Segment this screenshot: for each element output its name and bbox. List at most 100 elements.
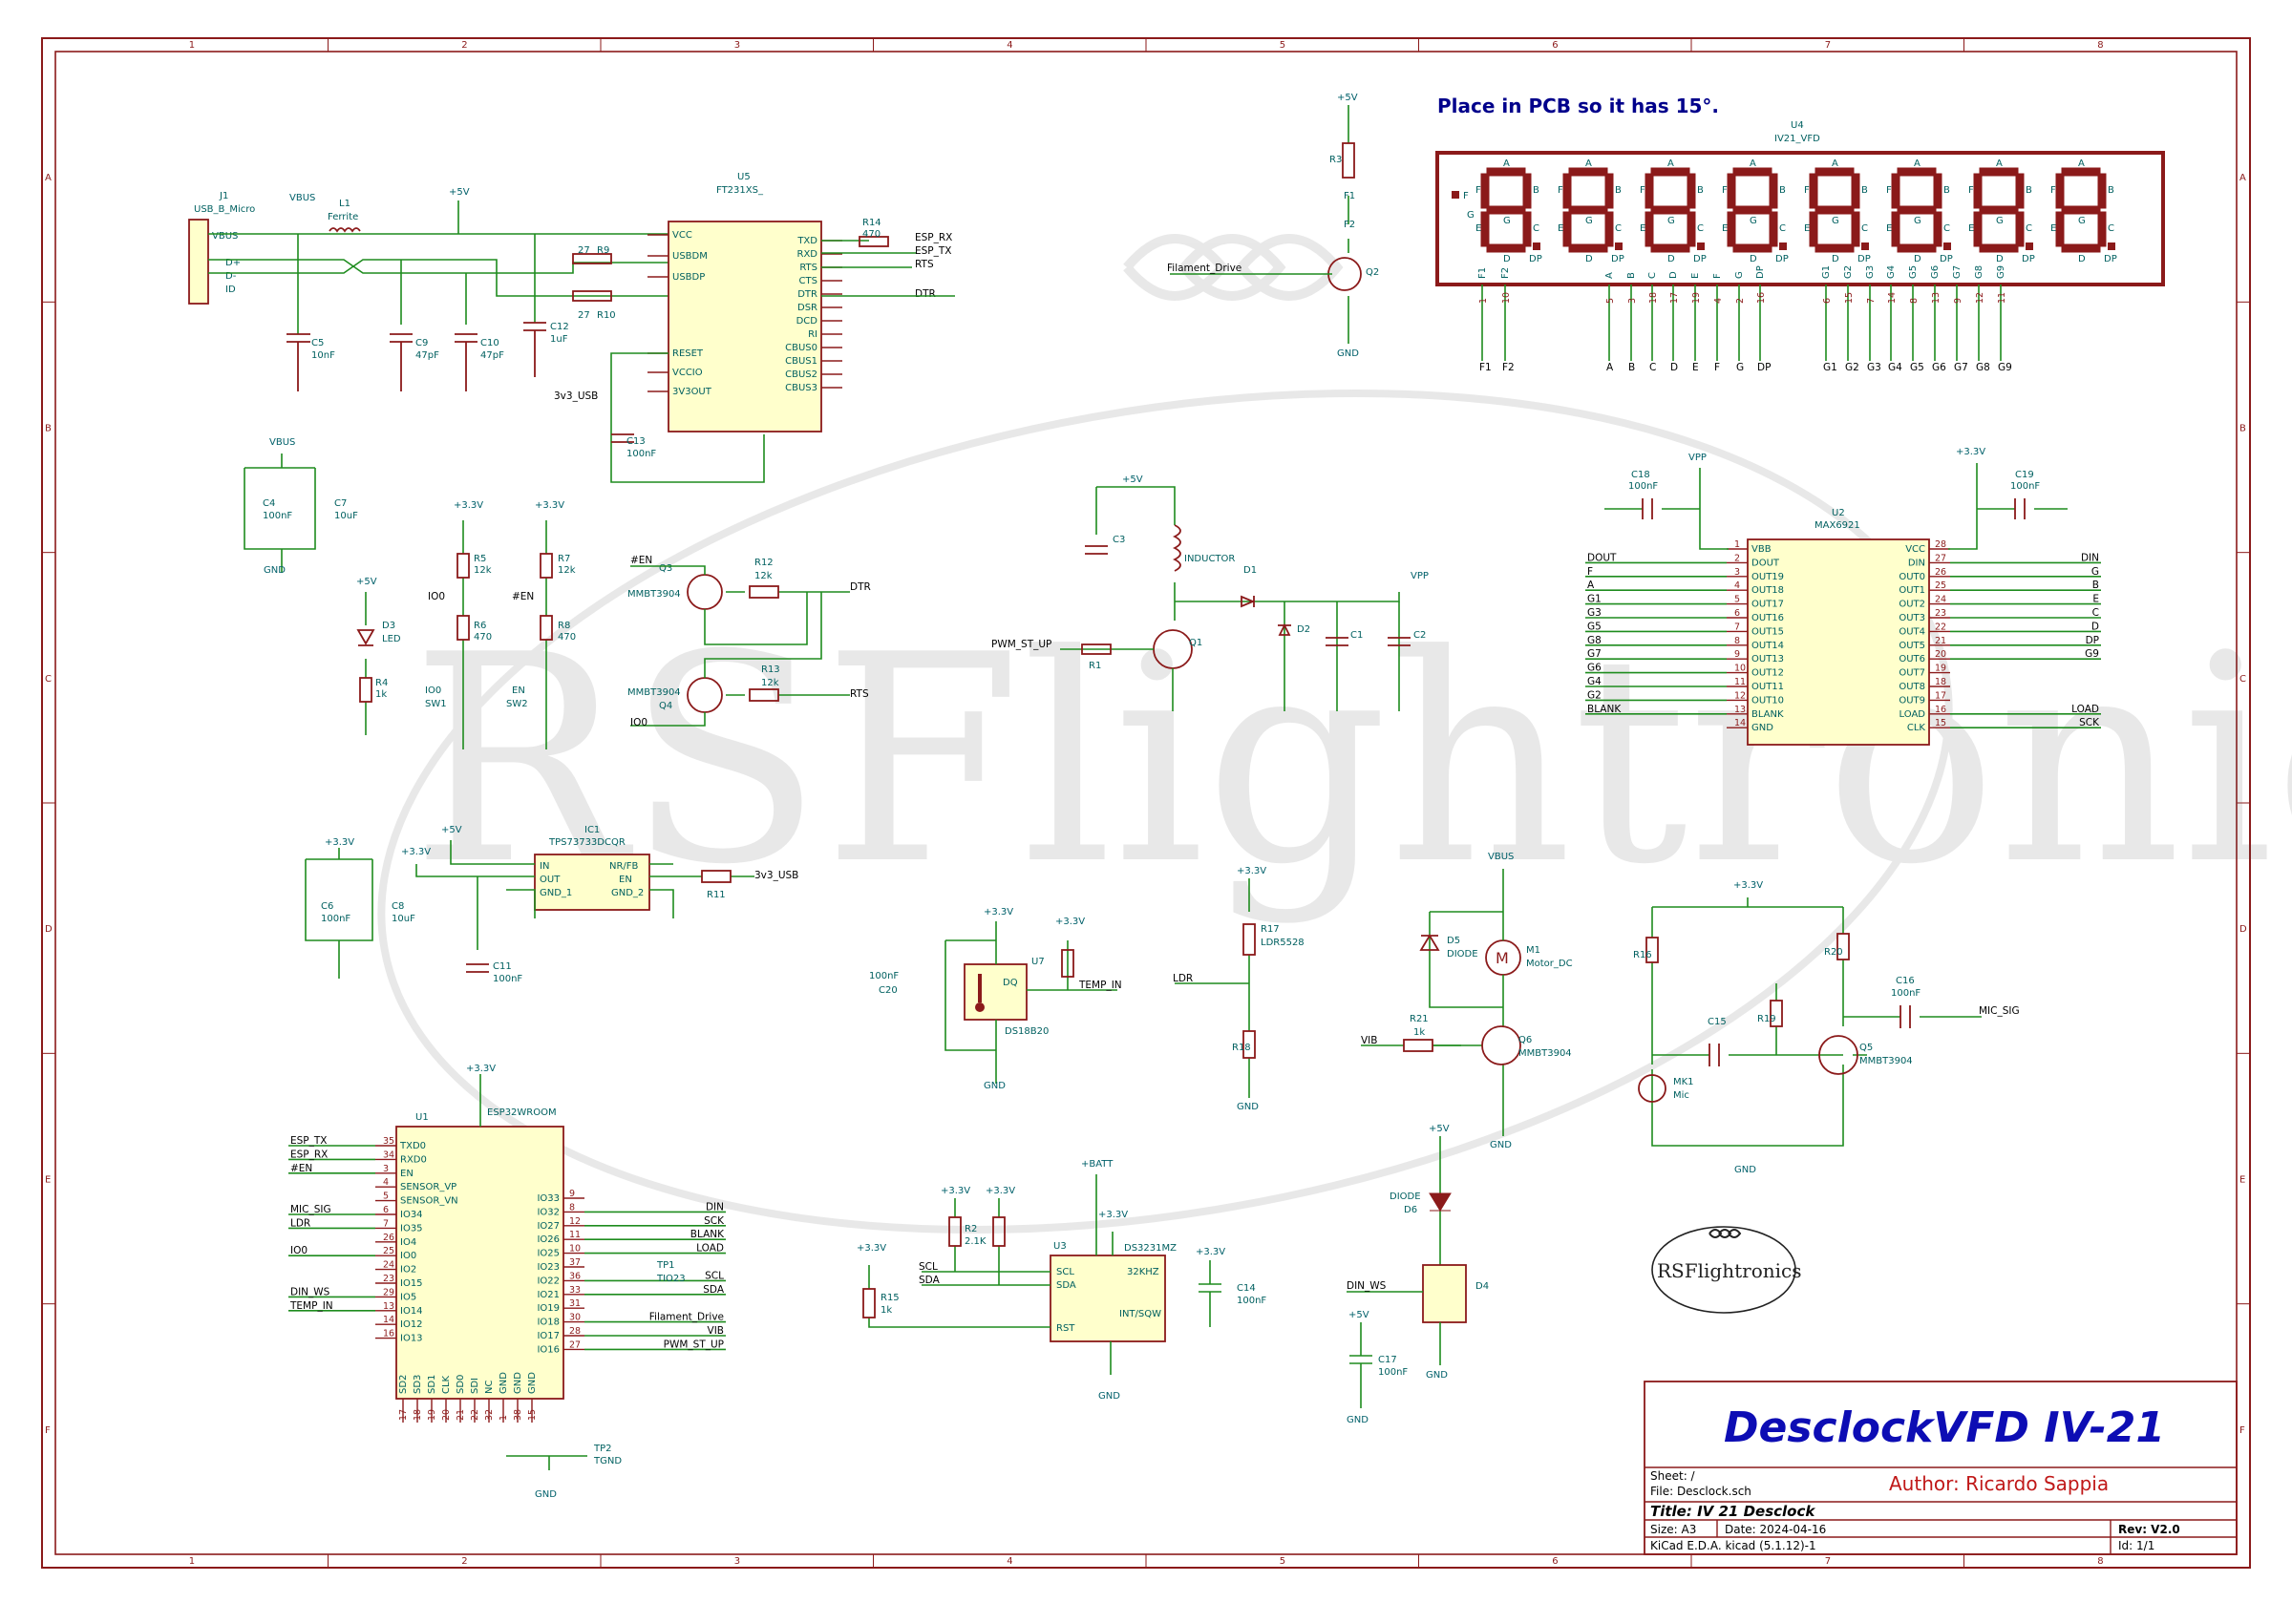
- net-label: SCK: [2079, 717, 2100, 728]
- pin-number: 1: [499, 1415, 509, 1421]
- frame-col-label-bottom: 2: [461, 1556, 467, 1567]
- net-label: DIN: [2081, 552, 2099, 563]
- pin-label: RXD0: [400, 1154, 427, 1165]
- pin-number: 34: [383, 1149, 394, 1160]
- frame-col-label-bottom: 7: [1825, 1556, 1831, 1567]
- pin-number: 10: [1734, 664, 1746, 674]
- c13-val: 100nF: [626, 449, 656, 459]
- pin-label: IO26: [537, 1234, 560, 1245]
- tp2-value: TGND: [593, 1456, 622, 1466]
- q2-block: R3 F1 F2 Filament_Drive Q2 +5V GND: [1167, 93, 1379, 359]
- r5-resistor: [456, 553, 470, 579]
- c5-ref: C5: [311, 338, 324, 348]
- frame-row-label-right: C: [2239, 674, 2246, 685]
- net-mic-c16: MIC_SIG: [1979, 1005, 2020, 1017]
- vfd-seg-label: A: [1750, 158, 1756, 169]
- net-label: MIC_SIG: [290, 1204, 331, 1215]
- j1-pin-id: ID: [225, 285, 236, 295]
- r14-resistor: [859, 236, 889, 247]
- pin-label: USBDM: [672, 251, 708, 262]
- pin-number: 27: [569, 1339, 581, 1350]
- tp1-ref: TP1: [656, 1260, 675, 1271]
- net-rts-u5: RTS: [915, 259, 934, 270]
- u1-esp32-body: [395, 1126, 564, 1400]
- pin-label: IO16: [537, 1344, 560, 1355]
- pin-number: 4: [383, 1177, 389, 1188]
- pin-label: IO4: [400, 1237, 416, 1248]
- pin-number: 33: [569, 1285, 581, 1296]
- q1-ref: Q1: [1189, 638, 1202, 648]
- f2-label: F2: [1344, 220, 1355, 230]
- pin-label: DOUT: [1751, 558, 1780, 568]
- pin-number: 17: [1935, 690, 1946, 701]
- gnd-label-q2: GND: [1337, 348, 1359, 359]
- pin-number: 36: [569, 1271, 581, 1281]
- c12-cap: [523, 322, 546, 377]
- ic1-pin-nrfb: NR/FB: [609, 861, 639, 872]
- logo-text: RSFlightronics: [1657, 1259, 1802, 1282]
- c1-ref: C1: [1350, 630, 1363, 641]
- frame-col-label-bottom: 3: [734, 1556, 740, 1567]
- c11-ref: C11: [493, 961, 512, 972]
- pin-number: 5: [383, 1192, 389, 1202]
- net-label: G5: [1587, 621, 1602, 632]
- vfd-seg-label: A: [1832, 158, 1838, 169]
- c20-val: 100nF: [869, 971, 899, 981]
- vfd-seg-label: B: [2108, 185, 2114, 196]
- u2-max6921-body: [1747, 538, 1930, 746]
- vfd-pin-number: 1: [1478, 298, 1489, 304]
- ds18b20-block: U7 DQ DS18B20 TEMP_IN +3.3V +3.3V GND 10…: [869, 907, 1122, 1091]
- v5-label-boost: +5V: [1122, 475, 1143, 485]
- autoreset-block: Q3 MMBT3904 Q4 MMBT3904 R12 12k R13 12k …: [627, 555, 871, 728]
- sw2-value: EN: [512, 685, 525, 696]
- u3-ref: U3: [1053, 1241, 1067, 1252]
- vfd-seg-label: F: [1968, 185, 1974, 196]
- vfd-seg-label: DP: [1529, 254, 1542, 264]
- vfd-pin-name: C: [1647, 272, 1658, 279]
- vfd-seg-label: A: [1996, 158, 2003, 169]
- title-label: Title: IV 21 Desclock: [1650, 1503, 1815, 1520]
- pin-number: 11: [1734, 677, 1746, 687]
- pin-label: RI: [808, 329, 817, 340]
- v33-label-c6: +3.3V: [325, 837, 354, 848]
- frame-col-label-top: 2: [461, 40, 467, 51]
- vfd-seg-label: F: [1558, 185, 1563, 196]
- frame-col-label-bottom: 4: [1007, 1556, 1012, 1567]
- c20-ref: C20: [879, 985, 898, 996]
- pin-number: 32: [484, 1409, 495, 1421]
- vfd-seg-label: D: [1914, 254, 1921, 264]
- vfd-net-label: G6: [1932, 362, 1946, 373]
- pin-number: 13: [1734, 705, 1746, 715]
- vfd-seg-label: DP: [1693, 254, 1707, 264]
- vfd-seg-label: D: [2078, 254, 2086, 264]
- vfd-pin-number: 19: [1691, 292, 1702, 304]
- vfd-dp-dot: [1615, 243, 1623, 250]
- c14-wires: [1199, 1260, 1221, 1327]
- d1-diode-icon: [1241, 595, 1256, 608]
- r14-ref: R14: [862, 218, 881, 228]
- vbus-label-bulk: VBUS: [269, 437, 295, 448]
- file-label: File: Desclock.sch: [1650, 1485, 1751, 1498]
- gnd-label-esp: GND: [535, 1489, 557, 1500]
- v33-label-sw1: +3.3V: [454, 500, 483, 511]
- vfd-seg-label: C: [1943, 223, 1950, 234]
- r14-val: 470: [862, 229, 881, 240]
- vfd-net-label: G: [1736, 362, 1744, 373]
- vfd-pin-number: 16: [1756, 292, 1767, 304]
- vfd-pin-name: F1: [1477, 267, 1488, 279]
- c11-val: 100nF: [493, 974, 522, 984]
- size-label: Size: A3: [1650, 1523, 1696, 1536]
- pin-label: SD2: [398, 1375, 409, 1394]
- vfd-seg-label: C: [1533, 223, 1539, 234]
- pin-number: 21: [456, 1409, 466, 1421]
- vfd-seg-label: G: [1503, 216, 1511, 226]
- tp2-ref: TP2: [593, 1444, 612, 1454]
- usb-data-wires: [208, 259, 668, 325]
- ic1-ref: IC1: [584, 825, 600, 835]
- vfd-pins: 1F1F110F2F25AA3BB18CC17DD19EE4FF2GG16DPD…: [1477, 265, 2012, 373]
- pin-label: OUT11: [1751, 682, 1784, 692]
- frame-col-label-top: 8: [2097, 40, 2103, 51]
- frame-col-label-top: 7: [1825, 40, 1831, 51]
